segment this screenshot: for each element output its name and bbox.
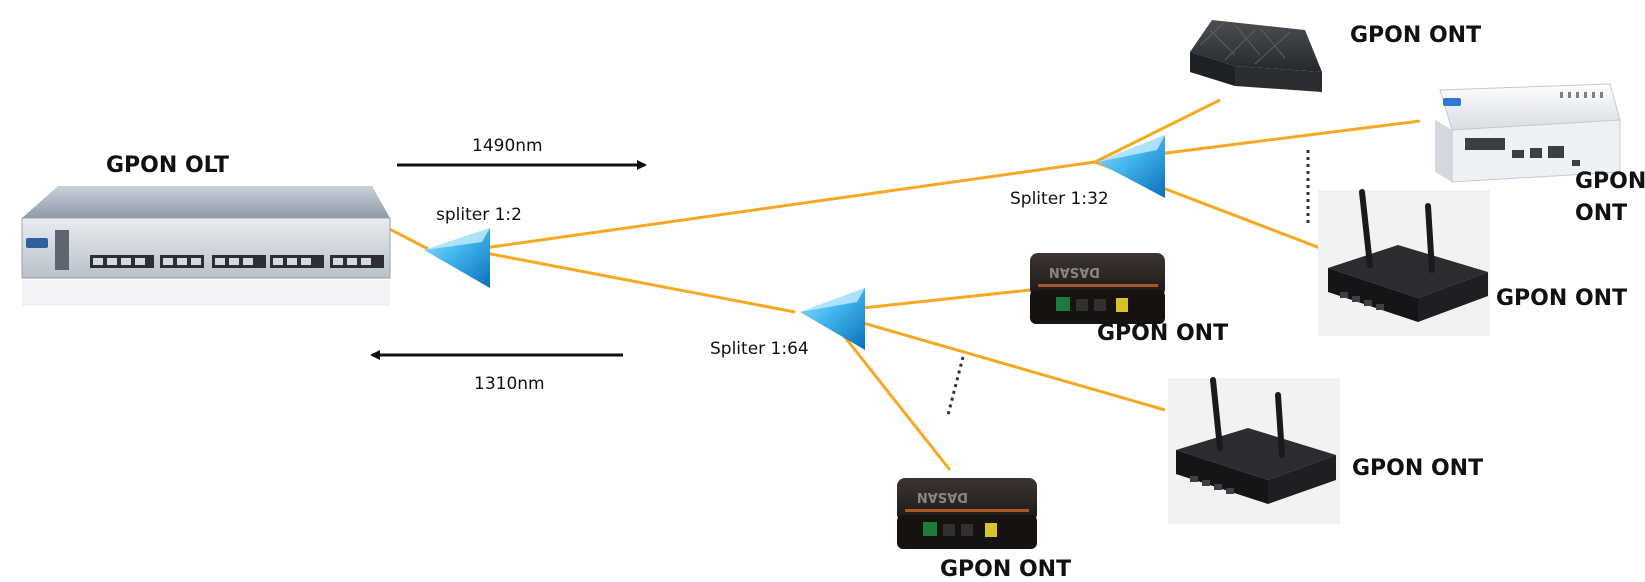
splitter-1-64-icon [800,288,865,350]
ont-top-box-label: GPON ONT [1350,23,1481,48]
splitter-1-32-icon [1097,135,1165,198]
ont-dasan-bottom-label: GPON ONT [940,557,1071,582]
fiber-splitter-1-2-to-1-32 [469,160,1096,252]
ont-dark-box-icon [1190,20,1322,92]
svg-text:DASAN: DASAN [917,489,968,504]
ont-router-upper-label: GPON ONT [1496,286,1627,311]
downstream-wavelength-label: 1490nm [472,136,543,156]
ont-dasan-bottom-icon: DASAN [897,478,1037,549]
splitter-1-64-label: Spliter 1:64 [710,339,809,359]
ont-dasan-middle-label: GPON ONT [1097,321,1228,346]
ont-router-lower-label: GPON ONT [1352,456,1483,481]
svg-text:DASAN: DASAN [1049,264,1100,279]
ont-dasan-middle-icon: DASAN [1030,253,1165,324]
ont-white-box-icon [1435,83,1621,183]
olt-device-icon [21,186,391,306]
olt-label: GPON OLT [106,153,229,178]
ont-white-box-label-line1: GPON [1575,169,1645,194]
splitter-1-32-label: Spliter 1:32 [1010,189,1109,209]
fiber-1-64-to-router-lower [824,310,1166,412]
fiber-1-32-to-top-box [1094,98,1221,164]
fiber-splitter-1-2-to-1-64 [469,248,796,314]
ellipsis-more-onts-1-64 [946,356,965,416]
splitter-1-2-label: spliter 1:2 [436,205,522,225]
ont-router-upper-icon [1318,189,1490,336]
upstream-wavelength-label: 1310nm [474,374,545,394]
ont-router-lower-icon [1168,377,1340,524]
splitter-1-2-icon [424,228,490,288]
ont-white-box-label-line2: ONT [1575,201,1627,226]
